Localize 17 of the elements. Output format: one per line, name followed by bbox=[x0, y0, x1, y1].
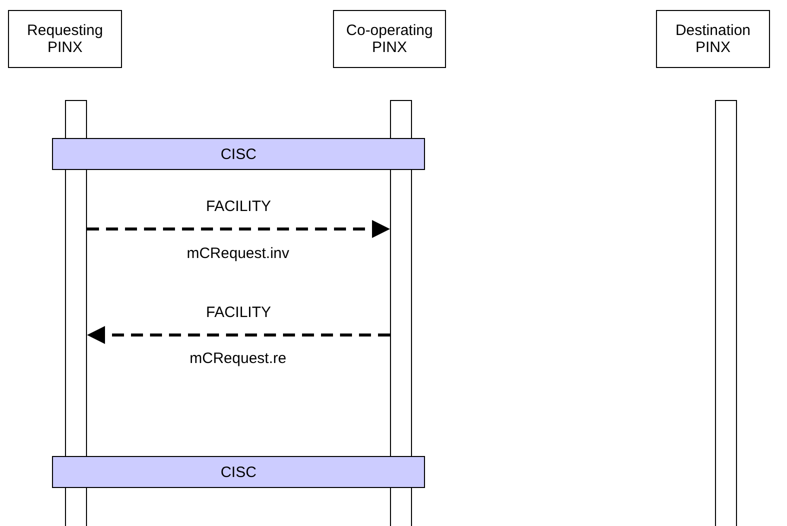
participant-name: Destination PINX bbox=[674, 22, 752, 56]
procedure-label: CISC bbox=[220, 146, 256, 162]
participant-name: Requesting PINX bbox=[26, 22, 104, 56]
message-arrow bbox=[87, 326, 390, 344]
message-name: FACILITY bbox=[206, 198, 272, 215]
participant-box bbox=[8, 10, 122, 68]
participant-box bbox=[656, 10, 770, 68]
procedure-band bbox=[52, 456, 425, 488]
participant-box bbox=[333, 10, 446, 68]
participant-name: Co-operating PINX bbox=[345, 22, 434, 56]
procedure-band bbox=[52, 138, 425, 170]
message-name: FACILITY bbox=[206, 304, 272, 321]
lifeline-bar bbox=[715, 100, 737, 526]
message-arrow bbox=[87, 220, 390, 238]
procedure-label: CISC bbox=[220, 464, 256, 480]
operation-name: mCRequest.inv bbox=[186, 245, 290, 262]
operation-name: mCRequest.re bbox=[190, 350, 286, 367]
